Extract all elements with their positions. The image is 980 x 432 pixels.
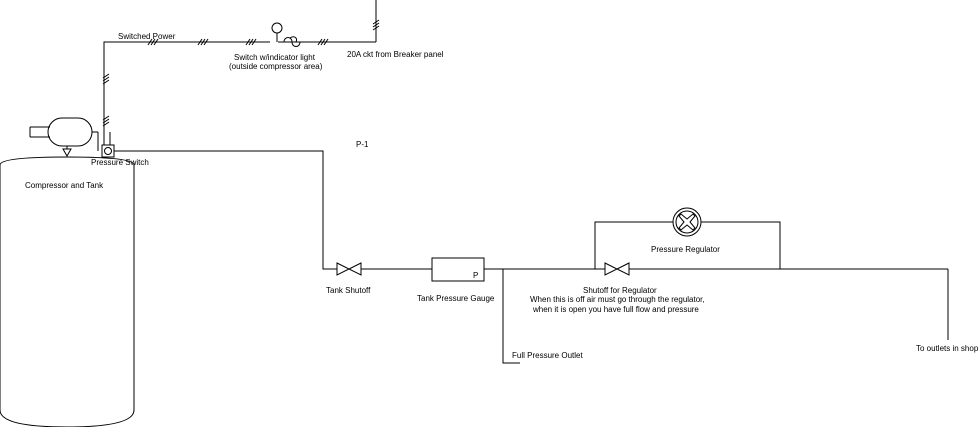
switch-indicator-icon	[271, 22, 301, 47]
tank-shutoff-label: Tank Shutoff	[326, 286, 371, 295]
regulator-shutoff-valve-icon	[604, 262, 630, 276]
relief-valve-icon	[62, 148, 72, 158]
tank-body	[0, 156, 135, 428]
tank-pressure-gauge-icon	[431, 257, 485, 282]
main-line-p1	[114, 150, 337, 270]
wire-hash-marks	[102, 19, 380, 127]
regulator-shutoff-note-1: When this is off air must go through the…	[530, 295, 705, 304]
pipe-id-label: P-1	[356, 140, 369, 149]
gauge-letter-label: P	[473, 271, 478, 280]
shop-outlets-label: To outlets in shop	[916, 344, 979, 353]
switch-indicator-label: Switch w/indicator light	[234, 53, 316, 62]
compressor-tank-label: Compressor and Tank	[25, 181, 104, 190]
compressor-and-tank	[0, 117, 135, 428]
switched-power-label: Switched Power	[118, 32, 176, 41]
electrical-wiring	[102, 0, 380, 145]
switched-power-wire	[103, 41, 270, 145]
breaker-circuit-label: 20A ckt from Breaker panel	[347, 50, 444, 59]
regulator-shutoff-note-2: when it is open you have full flow and p…	[532, 305, 699, 314]
tank-pressure-gauge-label: Tank Pressure Gauge	[417, 294, 495, 303]
regulator-bypass-right	[701, 221, 781, 269]
regulator-bypass-left	[594, 221, 673, 269]
tank-shutoff-valve-icon	[336, 262, 362, 276]
pressure-switch-label: Pressure Switch	[91, 158, 149, 167]
regulator-shutoff-label: Shutoff for Regulator	[583, 286, 657, 295]
compressor-motor-icon	[47, 117, 93, 147]
full-pressure-outlet-pipe	[502, 269, 520, 364]
full-pressure-outlet-label: Full Pressure Outlet	[512, 351, 583, 360]
switch-location-label: (outside compressor area)	[229, 62, 323, 71]
air-piping	[114, 150, 949, 364]
pressure-switch-icon	[101, 144, 115, 158]
pressure-regulator-icon	[672, 207, 702, 237]
pressure-regulator-label: Pressure Regulator	[651, 245, 720, 254]
